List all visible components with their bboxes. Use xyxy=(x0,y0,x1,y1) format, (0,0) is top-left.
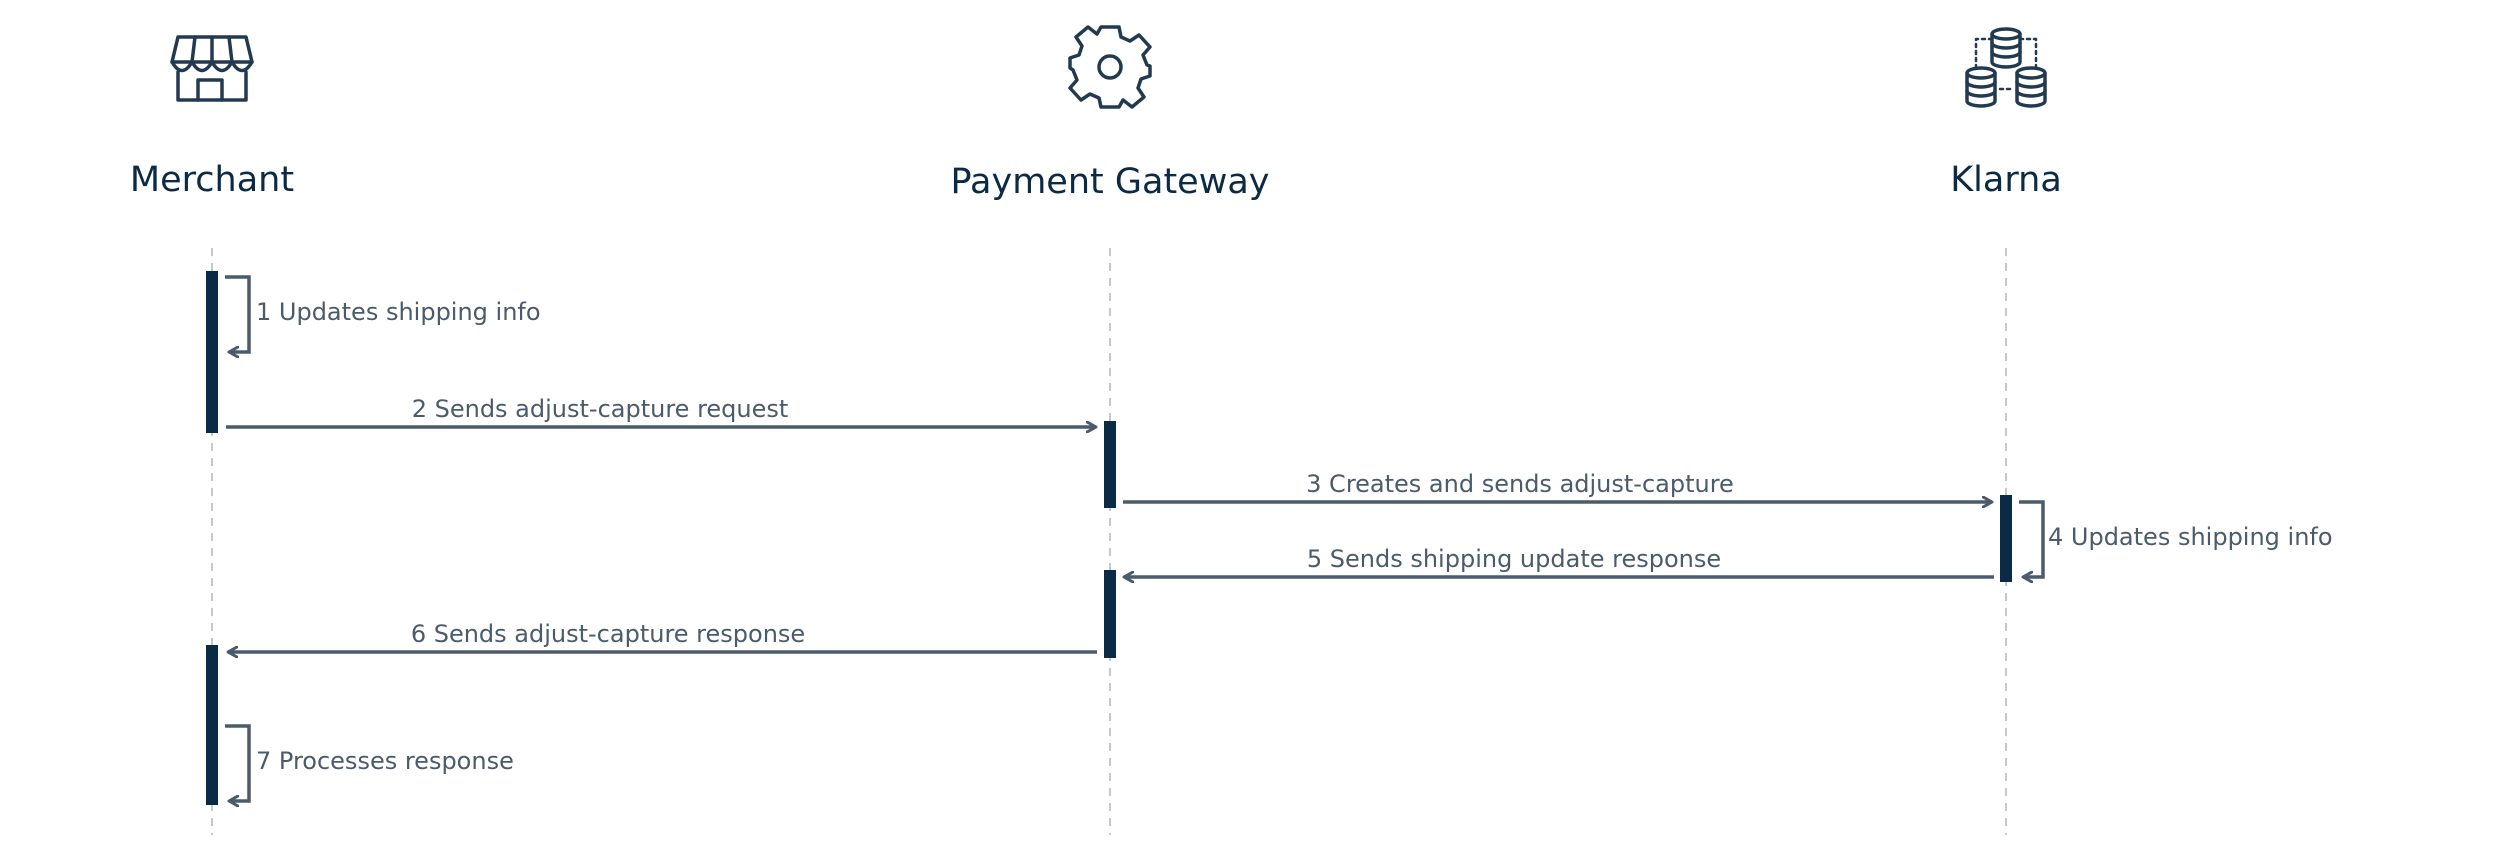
message-label-5: 5 Sends shipping update response xyxy=(1307,545,1721,573)
message-label-2: 2 Sends adjust-capture request xyxy=(412,395,789,423)
message-label-3: 3 Creates and sends adjust-capture xyxy=(1306,470,1734,498)
participant-label-klarna: Klarna xyxy=(1950,160,2062,200)
activation-merchant-2 xyxy=(206,645,218,805)
gear-icon xyxy=(1068,25,1152,109)
message-label-7: 7 Processes response xyxy=(256,747,514,775)
message-arrow-1 xyxy=(225,275,251,352)
activation-klarna-1 xyxy=(2000,495,2012,582)
activation-gateway-2 xyxy=(1104,570,1116,658)
message-label-1: 1 Updates shipping info xyxy=(256,298,541,326)
storefront-icon xyxy=(170,35,254,102)
participant-label-merchant: Merchant xyxy=(130,160,294,200)
database-icon xyxy=(1965,27,2047,108)
message-label-4: 4 Updates shipping info xyxy=(2048,523,2333,551)
message-arrow-4 xyxy=(2019,500,2045,577)
message-label-6: 6 Sends adjust-capture response xyxy=(411,620,805,648)
activation-gateway-1 xyxy=(1104,421,1116,508)
activation-merchant-1 xyxy=(206,271,218,433)
participant-label-gateway: Payment Gateway xyxy=(951,162,1270,202)
message-arrow-7 xyxy=(225,724,251,801)
